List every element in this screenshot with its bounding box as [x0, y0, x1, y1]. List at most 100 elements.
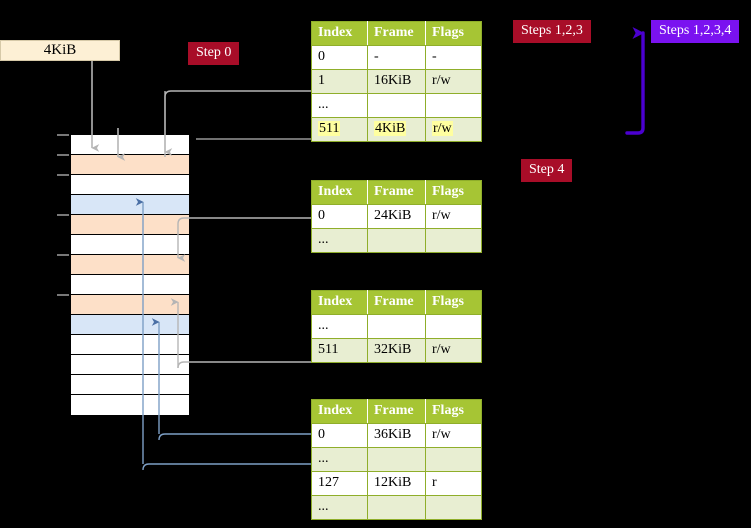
cell-index: 0	[311, 204, 368, 229]
cell-text: r	[432, 475, 437, 490]
cell-frame	[367, 495, 426, 520]
cell-index: ...	[311, 495, 368, 520]
cell-text: 32KiB	[374, 342, 412, 357]
cell-index: 511	[311, 338, 368, 363]
cell-frame	[367, 314, 426, 339]
column-header-frame: Frame	[367, 21, 426, 46]
memory-scale-tick	[57, 214, 69, 216]
memory-frame-cell	[71, 295, 189, 315]
cell-index: ...	[311, 314, 368, 339]
memory-frame-cell	[71, 135, 189, 155]
column-header-index: Index	[311, 399, 368, 424]
cell-text: 24KiB	[374, 208, 412, 223]
cell-text: r/w	[432, 342, 451, 357]
cell-text: 127	[318, 475, 339, 490]
memory-frame-cell	[71, 235, 189, 255]
cell-frame: 16KiB	[367, 69, 426, 94]
cell-text: r/w	[432, 121, 453, 136]
cell-frame: 36KiB	[367, 423, 426, 448]
memory-scale-tick	[57, 294, 69, 296]
table-row: 511 32KiB r/w	[311, 338, 482, 363]
column-header-flags: Flags	[425, 180, 482, 205]
cell-frame: 32KiB	[367, 338, 426, 363]
memory-scale-tick	[57, 134, 69, 136]
cell-frame: 4KiB	[367, 117, 426, 142]
cell-frame: 12KiB	[367, 471, 426, 496]
cell-index: 0	[311, 45, 368, 70]
table-row: ...	[311, 447, 482, 472]
cell-text: ...	[318, 451, 329, 466]
cell-text: 511	[318, 121, 341, 136]
connector-pdpt-to-memory	[177, 217, 311, 262]
physical-memory-column	[70, 134, 190, 415]
table-row: ...	[311, 93, 482, 118]
cell-text: r/w	[432, 208, 451, 223]
steps-bracket-arrow	[625, 27, 645, 135]
cell-flags: r/w	[425, 69, 482, 94]
memory-frame-cell	[71, 195, 189, 215]
table-row: 127 12KiB r	[311, 471, 482, 496]
page-table-pd: Index Frame Flags ... 511 32KiB r/w	[311, 290, 482, 363]
memory-frame-cell	[71, 375, 189, 395]
column-header-index: Index	[311, 180, 368, 205]
cell-flags	[425, 93, 482, 118]
cell-text: 511	[318, 342, 339, 357]
memory-scale-tick	[57, 254, 69, 256]
cell-flags: r	[425, 471, 482, 496]
memory-frame-cell	[71, 255, 189, 275]
column-header-frame: Frame	[367, 399, 426, 424]
cell-flags: r/w	[425, 338, 482, 363]
connector-pt-row127-to-memory	[142, 463, 311, 471]
column-header-frame: Frame	[367, 290, 426, 315]
cell-text: 1	[318, 73, 325, 88]
cell-index: ...	[311, 228, 368, 253]
table-header-row: Index Frame Flags	[311, 21, 482, 46]
cell-index: ...	[311, 93, 368, 118]
cell-text: ...	[318, 499, 329, 514]
column-header-index: Index	[311, 21, 368, 46]
table-row: 511 4KiB r/w	[311, 117, 482, 142]
cell-text: ...	[318, 97, 329, 112]
frame-size-box: 4KiB	[0, 40, 120, 61]
cell-flags: -	[425, 45, 482, 70]
step-0-label: Step 0	[196, 45, 232, 60]
cell-text: ...	[318, 318, 329, 333]
cell-text: 0	[318, 427, 325, 442]
cell-text: r/w	[432, 427, 451, 442]
memory-frame-cell	[71, 155, 189, 175]
memory-frame-cell	[71, 395, 189, 415]
column-header-flags: Flags	[425, 290, 482, 315]
memory-frame-cell	[71, 315, 189, 335]
cell-frame	[367, 93, 426, 118]
cell-flags: r/w	[425, 117, 482, 142]
cell-flags: r/w	[425, 423, 482, 448]
cell-index: 127	[311, 471, 368, 496]
cell-index: 0	[311, 423, 368, 448]
column-header-frame: Frame	[367, 180, 426, 205]
cell-text: 16KiB	[374, 73, 412, 88]
memory-frame-cell	[71, 335, 189, 355]
steps-1234-badge: Steps 1,2,3,4	[651, 20, 740, 43]
connector-pt-row0-to-memory	[158, 433, 311, 441]
steps-1234-label: Steps 1,2,3,4	[659, 23, 732, 38]
cell-flags	[425, 314, 482, 339]
cell-text: 0	[318, 208, 325, 223]
step-4-badge: Step 4	[521, 159, 573, 182]
cell-flags	[425, 447, 482, 472]
steps-123-badge: Steps 1,2,3	[513, 20, 591, 43]
frame-size-label: 4KiB	[43, 42, 77, 58]
cell-text: r/w	[432, 73, 451, 88]
column-header-flags: Flags	[425, 399, 482, 424]
cell-text: 4KiB	[374, 121, 407, 136]
table-row: 0 36KiB r/w	[311, 423, 482, 448]
cell-text: ...	[318, 232, 329, 247]
table-header-row: Index Frame Flags	[311, 399, 482, 424]
step-4-label: Step 4	[529, 162, 565, 177]
step-0-badge: Step 0	[188, 42, 240, 65]
cell-index: 1	[311, 69, 368, 94]
table-row: ...	[311, 495, 482, 520]
cell-frame: -	[367, 45, 426, 70]
table-header-row: Index Frame Flags	[311, 180, 482, 205]
cell-flags	[425, 228, 482, 253]
